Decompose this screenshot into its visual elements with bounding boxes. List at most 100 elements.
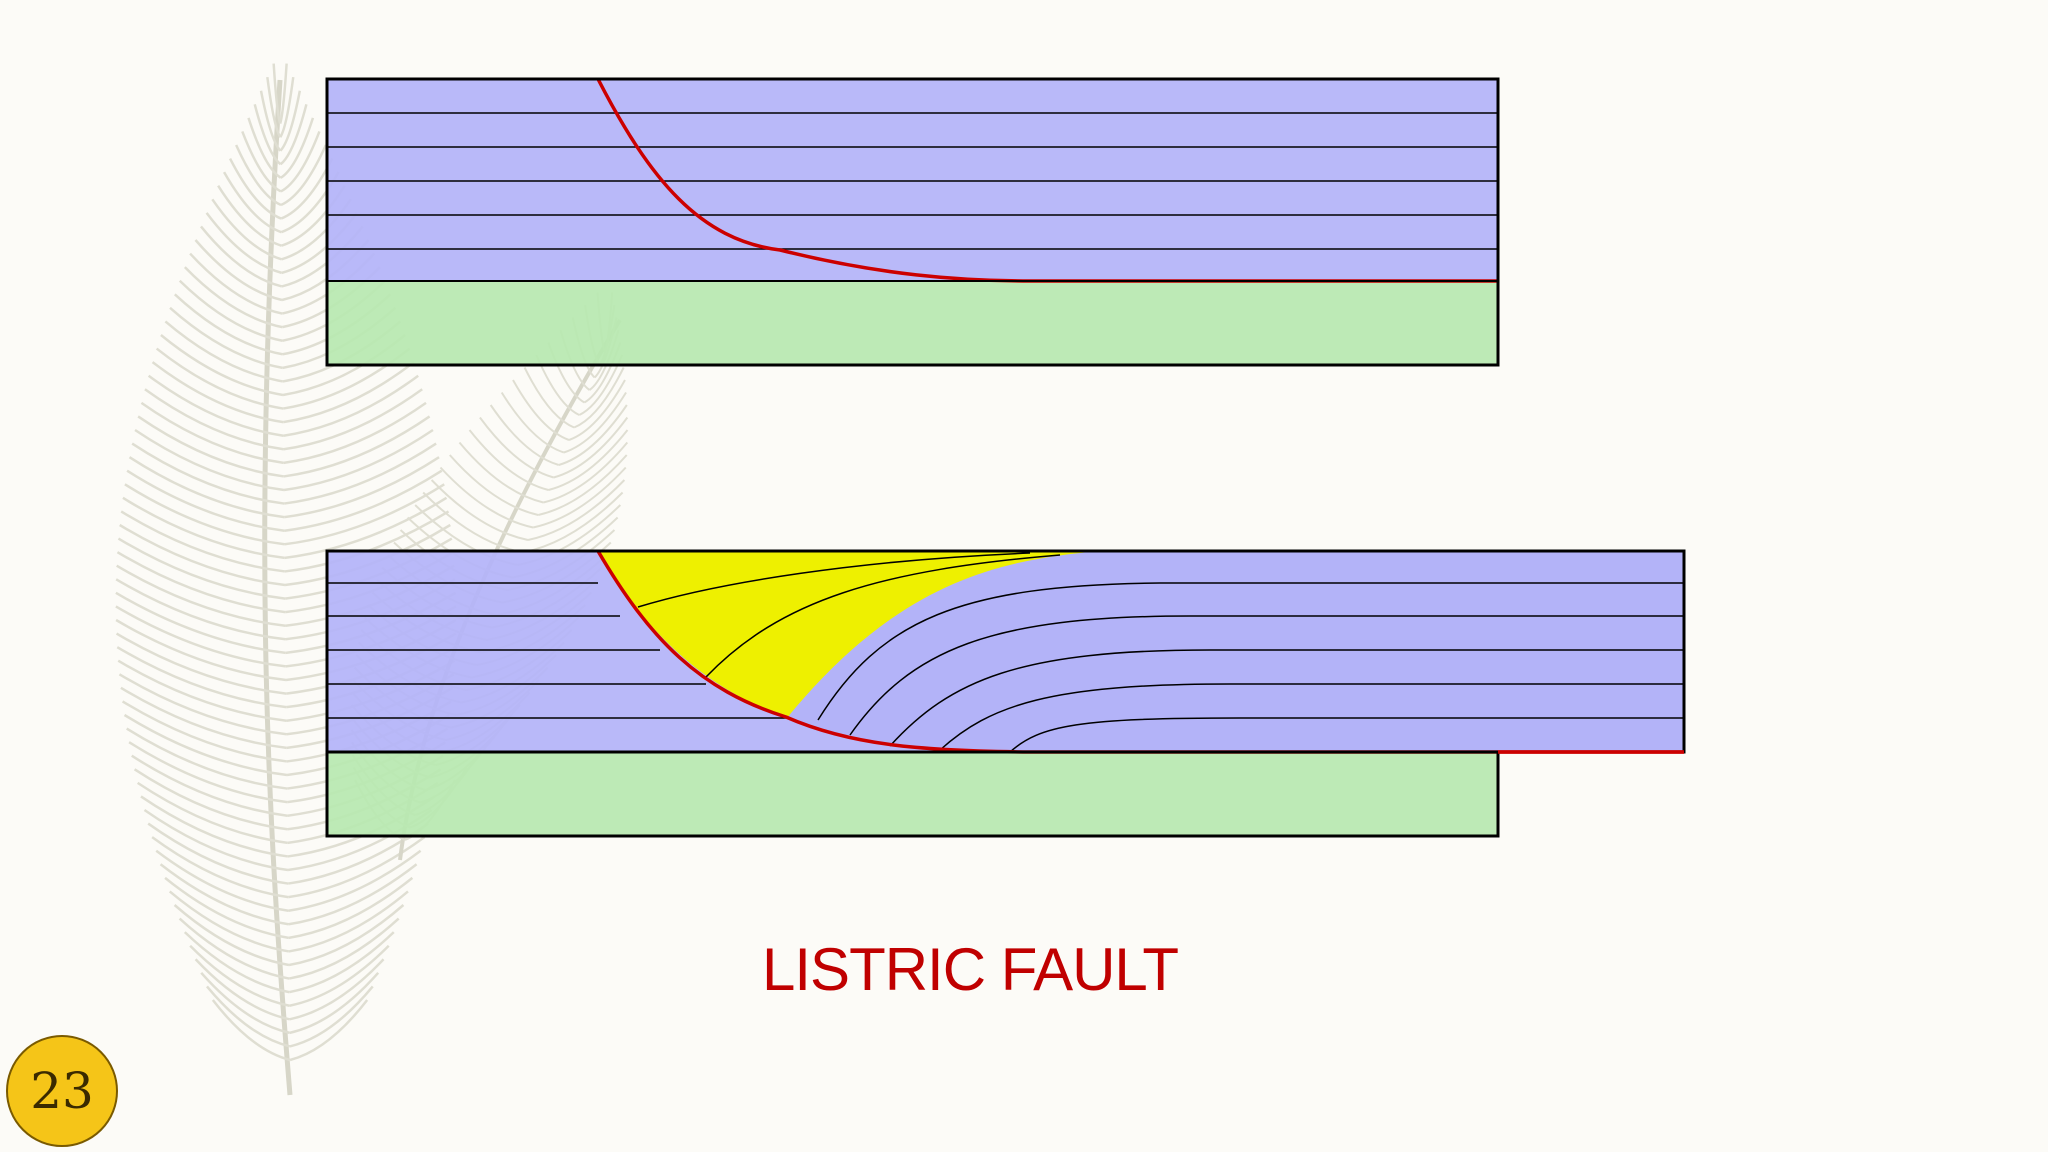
- feather-barb: [458, 441, 544, 504]
- feather-barb: [527, 479, 626, 541]
- feather-barb: [283, 388, 423, 451]
- top-stratum-lines: [327, 112, 1498, 250]
- feather-barb: [283, 374, 419, 437]
- feather-barb: [155, 347, 284, 410]
- feather-barb: [200, 972, 290, 1035]
- page-number-badge: 23: [6, 1035, 118, 1147]
- feather-barb: [288, 904, 405, 967]
- feather-barb: [115, 618, 287, 682]
- feather-barb: [140, 401, 284, 465]
- feather-barb: [284, 456, 440, 519]
- feather-barb: [288, 836, 426, 899]
- feather-barb: [284, 496, 448, 560]
- feather-barb: [280, 130, 321, 193]
- feather-barb: [439, 466, 534, 529]
- feather-barb: [543, 441, 629, 504]
- feather-barb: [123, 713, 288, 777]
- feather-barb: [283, 415, 431, 478]
- feather-barb: [279, 117, 315, 179]
- feather-barb: [553, 416, 629, 479]
- feather-barb: [121, 700, 288, 763]
- feather-barb: [217, 185, 282, 247]
- feather-barb: [189, 944, 290, 1007]
- feather-barb: [288, 849, 422, 912]
- feather-barb: [489, 404, 560, 466]
- feather-barb: [173, 293, 283, 356]
- feather-barb: [532, 466, 627, 529]
- feather-barb: [278, 63, 288, 124]
- feather-barb: [178, 917, 290, 980]
- feather-barb: [140, 795, 289, 858]
- feather-barb: [430, 479, 529, 541]
- feather-barb: [164, 876, 289, 940]
- page-number: 23: [30, 1062, 94, 1120]
- feather-barb: [479, 416, 554, 479]
- feather-barb: [115, 605, 287, 668]
- feather-barb: [228, 158, 282, 220]
- feather-barb: [512, 379, 570, 441]
- feather-barb: [288, 890, 409, 953]
- feather-barb: [573, 367, 625, 429]
- feather-barb: [548, 429, 629, 491]
- bottom-panel: [325, 549, 1686, 838]
- feather-barb: [468, 429, 549, 491]
- feather-barb: [120, 686, 287, 750]
- feather-barb: [183, 266, 283, 329]
- feather-barb: [168, 890, 290, 953]
- feather-barb: [194, 239, 283, 302]
- feather-barb: [288, 876, 414, 940]
- feather-barb: [558, 404, 628, 466]
- feather-barb: [289, 985, 374, 1048]
- feather-barb: [205, 212, 283, 275]
- feather-barb: [500, 391, 565, 454]
- feather-barb: [568, 379, 626, 441]
- feather-barb: [131, 754, 288, 817]
- feather-barb: [283, 361, 415, 424]
- top-fault: [596, 78, 1498, 283]
- footwall-stratum-lines: [327, 582, 786, 719]
- feather-barb: [160, 334, 284, 397]
- feather-barb: [194, 958, 290, 1021]
- feather-barb: [115, 591, 286, 655]
- feather-barb: [147, 822, 289, 885]
- feather-barb: [151, 836, 289, 899]
- feather-barb: [259, 90, 282, 152]
- basement-outline: [325, 752, 1500, 838]
- feather-barb: [235, 144, 282, 207]
- feather-barb: [134, 428, 285, 492]
- hanging-wall-outline: [325, 549, 1686, 754]
- feather-barb: [143, 808, 289, 872]
- feather-barb: [241, 130, 282, 193]
- feather-barb: [280, 158, 334, 220]
- feather-barb: [283, 401, 427, 465]
- feather-barb: [169, 306, 283, 370]
- feather-barb: [279, 103, 308, 166]
- feather-barb: [199, 225, 283, 288]
- top-panel-outline: [325, 77, 1500, 367]
- feather-barb: [124, 483, 285, 546]
- feather-barb: [247, 117, 282, 179]
- feather-barb: [288, 917, 400, 980]
- feather-barb: [126, 469, 285, 532]
- feather-barb: [563, 391, 627, 454]
- feather-barb: [538, 454, 628, 516]
- feather-barb: [279, 90, 302, 152]
- feather-barb: [131, 442, 285, 505]
- feather-barb: [122, 496, 285, 560]
- feather-barb: [118, 673, 287, 736]
- feather-barb: [117, 537, 286, 600]
- feather-barb: [178, 279, 283, 342]
- feather-barb: [279, 76, 295, 138]
- feather-barb: [144, 388, 284, 451]
- feather-barb: [136, 781, 288, 845]
- feather-barb: [283, 442, 437, 505]
- feather-barb: [183, 931, 290, 994]
- feather-barb: [289, 972, 380, 1035]
- feather-barb: [115, 578, 286, 641]
- feather-barb: [266, 76, 282, 138]
- feather-barb: [284, 469, 443, 532]
- feather-barb: [164, 320, 284, 383]
- feather-barb: [283, 428, 434, 492]
- feather-barb: [120, 510, 286, 573]
